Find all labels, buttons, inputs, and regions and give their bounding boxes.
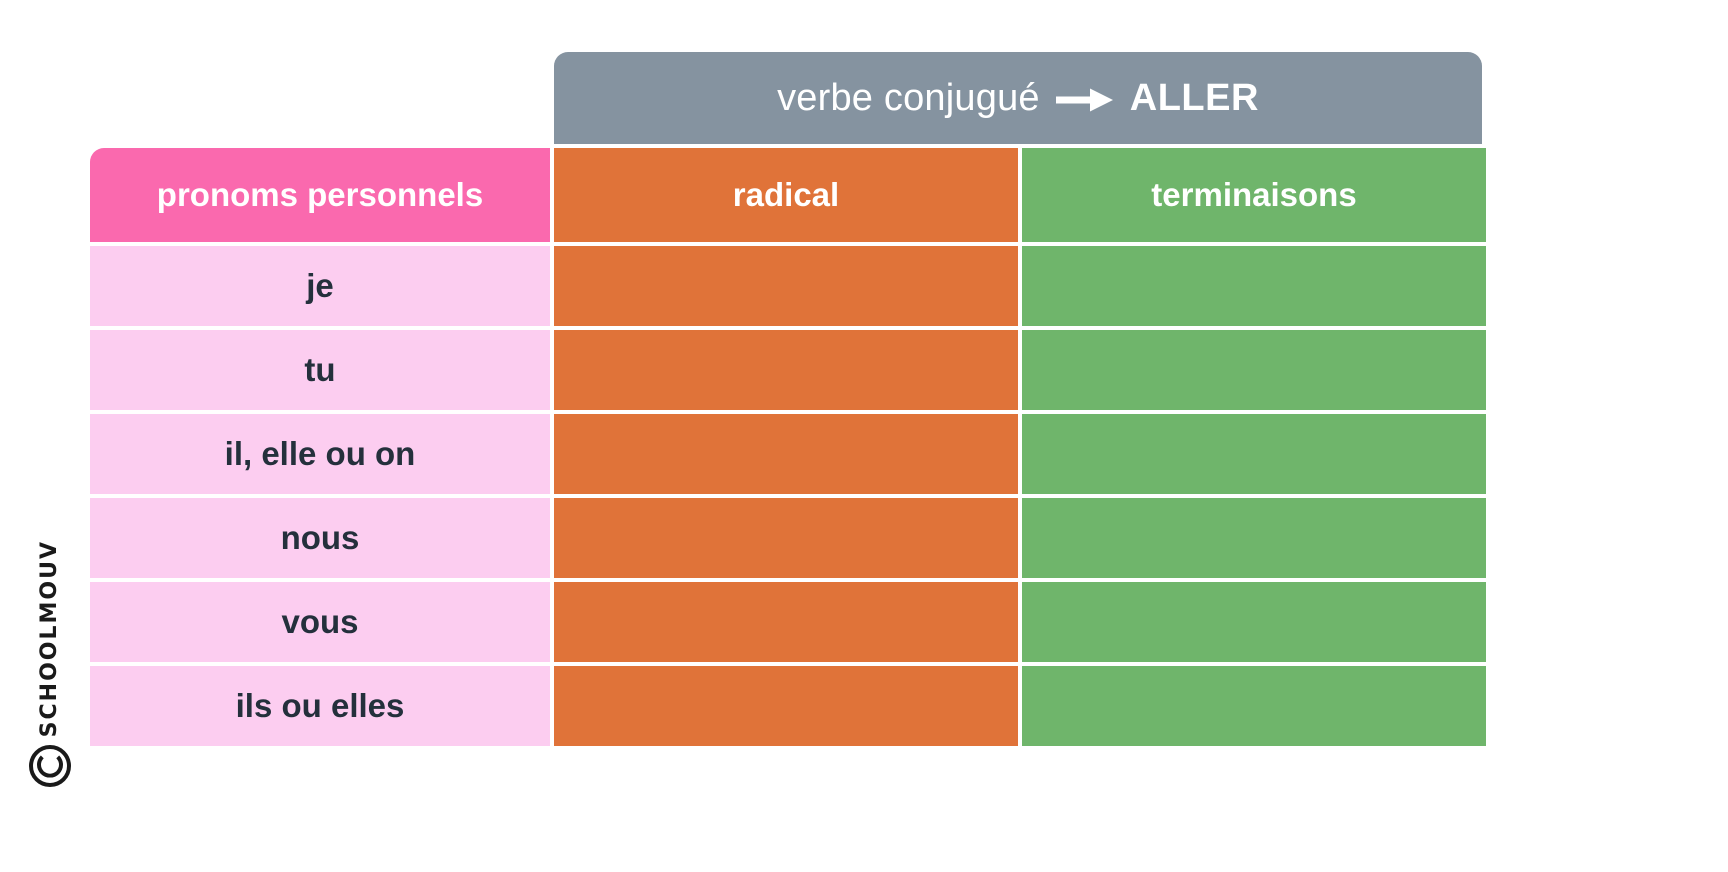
terminaison-cell[interactable] [1022, 330, 1486, 410]
radical-cell[interactable] [554, 582, 1018, 662]
radical-cell[interactable] [554, 246, 1018, 326]
watermark: SCHOOLMOUV [0, 540, 100, 870]
column-header-terminaisons: terminaisons [1022, 148, 1486, 242]
verb-name: ALLER [1129, 76, 1259, 119]
pronoun-cell: vous [90, 582, 550, 662]
table-grid: pronoms personnels radical terminaisons … [90, 148, 1486, 746]
right-arrow-icon [1055, 87, 1114, 113]
terminaison-cell[interactable] [1022, 414, 1486, 494]
radical-cell[interactable] [554, 666, 1018, 746]
pronoun-cell: je [90, 246, 550, 326]
pronoun-cell: ils ou elles [90, 666, 550, 746]
terminaison-cell[interactable] [1022, 498, 1486, 578]
terminaison-cell[interactable] [1022, 582, 1486, 662]
verb-banner-label: verbe conjugué [777, 76, 1040, 119]
watermark-label: SCHOOLMOUV [37, 540, 62, 738]
column-header-pronouns: pronoms personnels [90, 148, 550, 242]
terminaison-cell[interactable] [1022, 666, 1486, 746]
conjugation-table: verbe conjugué ALLER pronoms personnels … [90, 52, 1486, 746]
radical-cell[interactable] [554, 498, 1018, 578]
copyright-symbol-icon [29, 745, 71, 788]
radical-cell[interactable] [554, 330, 1018, 410]
column-header-radical: radical [554, 148, 1018, 242]
radical-cell[interactable] [554, 414, 1018, 494]
pronoun-cell: nous [90, 498, 550, 578]
pronoun-cell: tu [90, 330, 550, 410]
verb-banner: verbe conjugué ALLER [554, 52, 1482, 144]
terminaison-cell[interactable] [1022, 246, 1486, 326]
pronoun-cell: il, elle ou on [90, 414, 550, 494]
